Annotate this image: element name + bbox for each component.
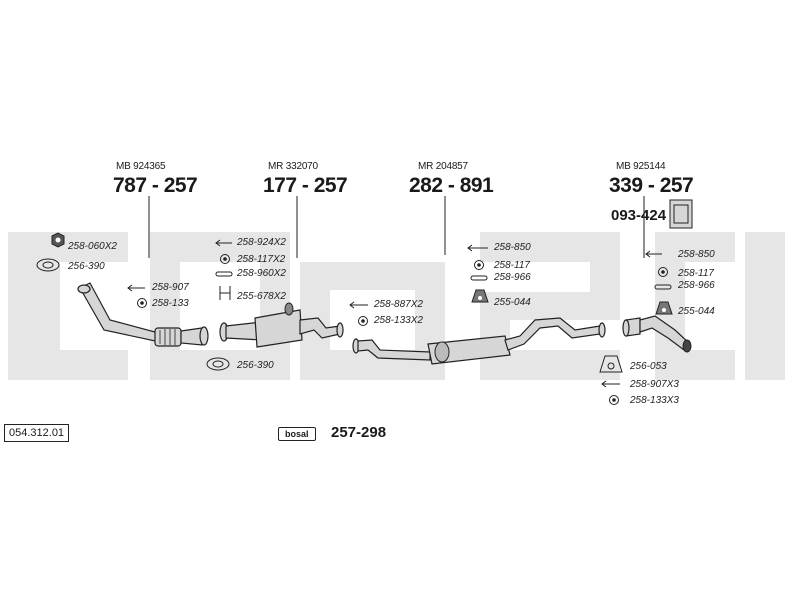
main-outlet-pipe <box>504 317 601 351</box>
part-label: 258-907X3 <box>630 379 679 390</box>
bosal-logo: bosal <box>278 427 316 441</box>
front-pipe-inlet <box>77 284 91 294</box>
part-label: 258-966 <box>494 272 531 283</box>
section-4-ref: MB 925144 <box>616 161 666 172</box>
washer-icon <box>220 254 230 264</box>
front-pipe <box>77 282 209 347</box>
watermark-gap <box>685 262 735 350</box>
flex-section <box>154 327 182 347</box>
rear-silencer <box>622 315 691 351</box>
center-silencer-body <box>254 309 303 348</box>
washer-center-icon <box>661 270 665 274</box>
part-label: 256-053 <box>630 361 667 372</box>
washer-icon <box>137 298 147 308</box>
section-3-ref: MR 204857 <box>418 161 468 172</box>
washer-center-icon <box>140 301 144 305</box>
section-3-part-number: 282 - 891 <box>409 174 494 197</box>
rubber-mount-icon <box>219 286 231 300</box>
bolt-head-icon <box>601 380 607 388</box>
main-outlet-flange <box>598 322 606 338</box>
part-label: 258-850 <box>494 242 531 253</box>
bolt-head-icon <box>467 244 473 252</box>
gasket-icon <box>206 357 230 371</box>
section-4-part-number: 339 - 257 <box>609 174 694 197</box>
part-label: 258-117 <box>678 268 714 279</box>
part-label: 255-678X2 <box>237 291 286 302</box>
main-inlet-pipe <box>357 339 431 361</box>
nut-hole-icon <box>55 237 61 243</box>
front-pipe-outlet <box>180 327 203 346</box>
part-label: 258-133X3 <box>630 395 679 406</box>
section-1-ref: MB 924365 <box>116 161 166 172</box>
part-label: 258-060X2 <box>68 241 117 252</box>
clamp-icon <box>215 271 233 277</box>
washer-icon <box>358 316 368 326</box>
part-label: 258-850 <box>678 249 715 260</box>
part-label: 256-390 <box>68 261 105 272</box>
tail-pipe-end <box>682 339 692 353</box>
washer-icon <box>474 260 484 270</box>
part-label: 255-044 <box>678 306 715 317</box>
heat-shield-icon <box>669 199 693 229</box>
watermark-block <box>745 232 785 380</box>
section-2-ref: MR 332070 <box>268 161 318 172</box>
tail-pipe <box>639 315 691 351</box>
main-silencer <box>352 317 606 365</box>
part-label: 258-907 <box>152 282 189 293</box>
clamp-icon <box>654 284 672 290</box>
section-4-extra-part: 093-424 <box>611 207 667 224</box>
kit-number: 257-298 <box>331 424 387 441</box>
gasket-hole-icon <box>212 360 224 368</box>
center-outlet-pipe <box>299 317 341 339</box>
rear-inlet-flange <box>622 319 630 337</box>
silencer-endcap <box>434 341 450 363</box>
gasket-hole-icon <box>42 261 54 269</box>
part-label: 258-966 <box>678 280 715 291</box>
clamp-icon <box>470 275 488 281</box>
part-label: 255-044 <box>494 297 531 308</box>
section-1-part-number: 787 - 257 <box>113 174 198 197</box>
section-2-part-number: 177 - 257 <box>263 174 348 197</box>
part-label: 258-133X2 <box>374 315 423 326</box>
washer-icon <box>658 267 668 277</box>
part-label: 258-117 <box>494 260 530 271</box>
front-pipe-body <box>79 282 162 343</box>
washer-center-icon <box>361 319 365 323</box>
part-label: 258-133 <box>152 298 189 309</box>
part-label: 258-117X2 <box>237 254 286 265</box>
gasket-hole-icon <box>607 362 615 370</box>
bolt-head-icon <box>127 284 133 292</box>
front-pipe-flange <box>199 326 209 346</box>
washer-center-icon <box>612 398 616 402</box>
bolt-head-icon <box>349 301 355 309</box>
watermark-gap <box>480 262 590 292</box>
part-label: 258-924X2 <box>237 237 286 248</box>
center-outlet-flange <box>336 322 344 338</box>
part-label: 258-960X2 <box>237 268 286 279</box>
washer-center-icon <box>223 257 227 261</box>
hanger-pin-icon <box>284 302 294 316</box>
hanger-hole-icon <box>662 308 666 312</box>
washer-icon <box>609 395 619 405</box>
bolt-head-icon <box>215 239 221 247</box>
hanger-hole-icon <box>478 296 482 300</box>
bolt-head-icon <box>645 250 651 258</box>
heat-shield-inner <box>673 204 689 224</box>
center-silencer <box>219 309 344 348</box>
gasket-triangle-icon <box>599 355 623 373</box>
part-label: 256-390 <box>237 360 274 371</box>
catalog-number: 054.312.01 <box>4 424 70 442</box>
washer-center-icon <box>477 263 481 267</box>
gasket-icon <box>36 258 60 272</box>
part-label: 258-887X2 <box>374 299 423 310</box>
